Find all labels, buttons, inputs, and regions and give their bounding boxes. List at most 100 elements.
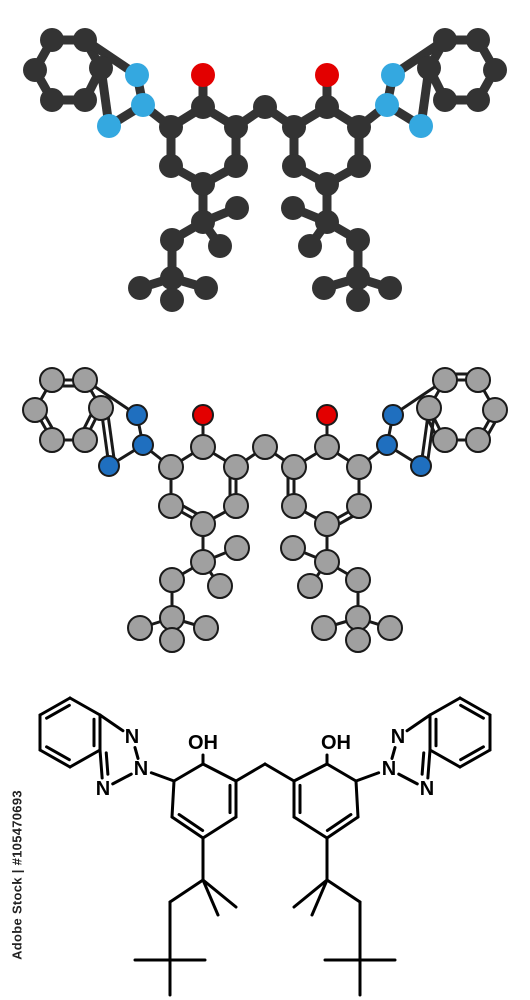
- carbon-atom: [482, 397, 508, 423]
- nitrogen-label-right-top: N: [391, 726, 405, 748]
- carbon-atom: [190, 511, 216, 537]
- carbon-atom: [73, 28, 97, 52]
- carbon-atom: [433, 88, 457, 112]
- carbon-atom: [223, 454, 249, 480]
- skeletal-atom-labels: OH OH N N N N N N: [96, 726, 434, 800]
- carbon-atom: [159, 115, 183, 139]
- nitrogen-label-left-mid: N: [134, 758, 148, 780]
- carbon-atom: [466, 28, 490, 52]
- bond: [325, 815, 360, 840]
- nitrogen-atom: [410, 455, 432, 477]
- carbon-atom: [72, 427, 98, 453]
- nitrogen-label-right-mid: N: [382, 758, 396, 780]
- carbon-atom: [193, 615, 219, 641]
- nitrogen-label-left-bottom: N: [96, 778, 110, 800]
- carbon-atom: [465, 427, 491, 453]
- space-filling-model: [23, 28, 507, 312]
- double-bond: [420, 751, 426, 776]
- bond: [68, 696, 102, 717]
- double-bond: [45, 745, 71, 762]
- carbon-atom: [128, 276, 152, 300]
- bond: [98, 748, 104, 780]
- carbon-atom: [89, 56, 113, 80]
- bond: [201, 815, 238, 840]
- bond: [292, 878, 329, 909]
- carbon-atom: [346, 454, 372, 480]
- carbon-atom: [72, 367, 98, 393]
- carbon-atom: [207, 573, 233, 599]
- carbon-atom: [194, 276, 218, 300]
- carbon-atom: [252, 434, 278, 460]
- hydroxyl-label-right: OH: [321, 732, 351, 754]
- carbon-atom: [225, 196, 249, 220]
- oxygen-atom: [192, 404, 214, 426]
- nitrogen-atom: [376, 434, 398, 456]
- oxygen-atom: [191, 63, 215, 87]
- carbon-atom: [432, 367, 458, 393]
- bond: [38, 696, 72, 717]
- carbon-atom: [346, 493, 372, 519]
- nitrogen-atom: [97, 114, 121, 138]
- bond: [201, 878, 238, 909]
- carbon-atom: [160, 288, 184, 312]
- stock-id-text: Adobe Stock | #105470693: [9, 790, 25, 960]
- carbon-atom: [347, 154, 371, 178]
- carbon-atom: [345, 627, 371, 653]
- carbon-atom: [346, 288, 370, 312]
- carbon-atom: [159, 627, 185, 653]
- carbon-atom: [224, 115, 248, 139]
- carbon-atom: [347, 115, 371, 139]
- carbon-atom: [127, 615, 153, 641]
- oxygen-atom: [315, 63, 339, 87]
- carbon-atom: [298, 234, 322, 258]
- bond: [133, 746, 140, 760]
- nitrogen-atom: [381, 63, 405, 87]
- bond: [111, 772, 133, 786]
- double-bond: [325, 813, 353, 833]
- double-bond: [45, 703, 71, 720]
- carbon-atom: [314, 434, 340, 460]
- carbon-atom: [190, 549, 216, 575]
- bond: [390, 746, 397, 760]
- carbon-atom: [253, 95, 277, 119]
- bond: [310, 878, 329, 917]
- bond: [149, 771, 176, 783]
- carbon-atom: [224, 535, 250, 561]
- carbon-atom: [280, 535, 306, 561]
- carbon-atom: [315, 210, 339, 234]
- nitrogen-atom: [375, 93, 399, 117]
- bond: [68, 748, 102, 769]
- carbon-atom: [39, 427, 65, 453]
- carbon-atom: [224, 154, 248, 178]
- nitrogen-atom: [132, 434, 154, 456]
- carbon-atom: [432, 427, 458, 453]
- nitrogen-atom: [125, 63, 149, 87]
- bond: [201, 762, 238, 783]
- bond: [354, 779, 360, 819]
- carbon-atom: [159, 154, 183, 178]
- nitrogen-label-left-top: N: [125, 726, 139, 748]
- bond: [201, 878, 220, 917]
- hydroxyl-label-left: OH: [188, 732, 218, 754]
- carbon-atom: [191, 172, 215, 196]
- bond: [428, 748, 462, 769]
- carbon-atom: [40, 88, 64, 112]
- nitrogen-atom: [131, 93, 155, 117]
- carbon-atom: [281, 196, 305, 220]
- bond: [426, 748, 432, 780]
- bond: [292, 762, 329, 783]
- nitrogen-atom: [409, 114, 433, 138]
- carbon-atom: [417, 56, 441, 80]
- carbon-atom: [483, 58, 507, 82]
- nitrogen-atom: [382, 404, 404, 426]
- carbon-atom: [159, 605, 185, 631]
- nitrogen-atom: [126, 404, 148, 426]
- carbon-atom: [190, 434, 216, 460]
- carbon-atom: [311, 615, 337, 641]
- carbon-atom: [312, 276, 336, 300]
- bond: [458, 748, 492, 769]
- carbon-atom: [88, 395, 114, 421]
- oxygen-atom: [316, 404, 338, 426]
- double-bond: [459, 745, 485, 762]
- bond: [428, 696, 462, 717]
